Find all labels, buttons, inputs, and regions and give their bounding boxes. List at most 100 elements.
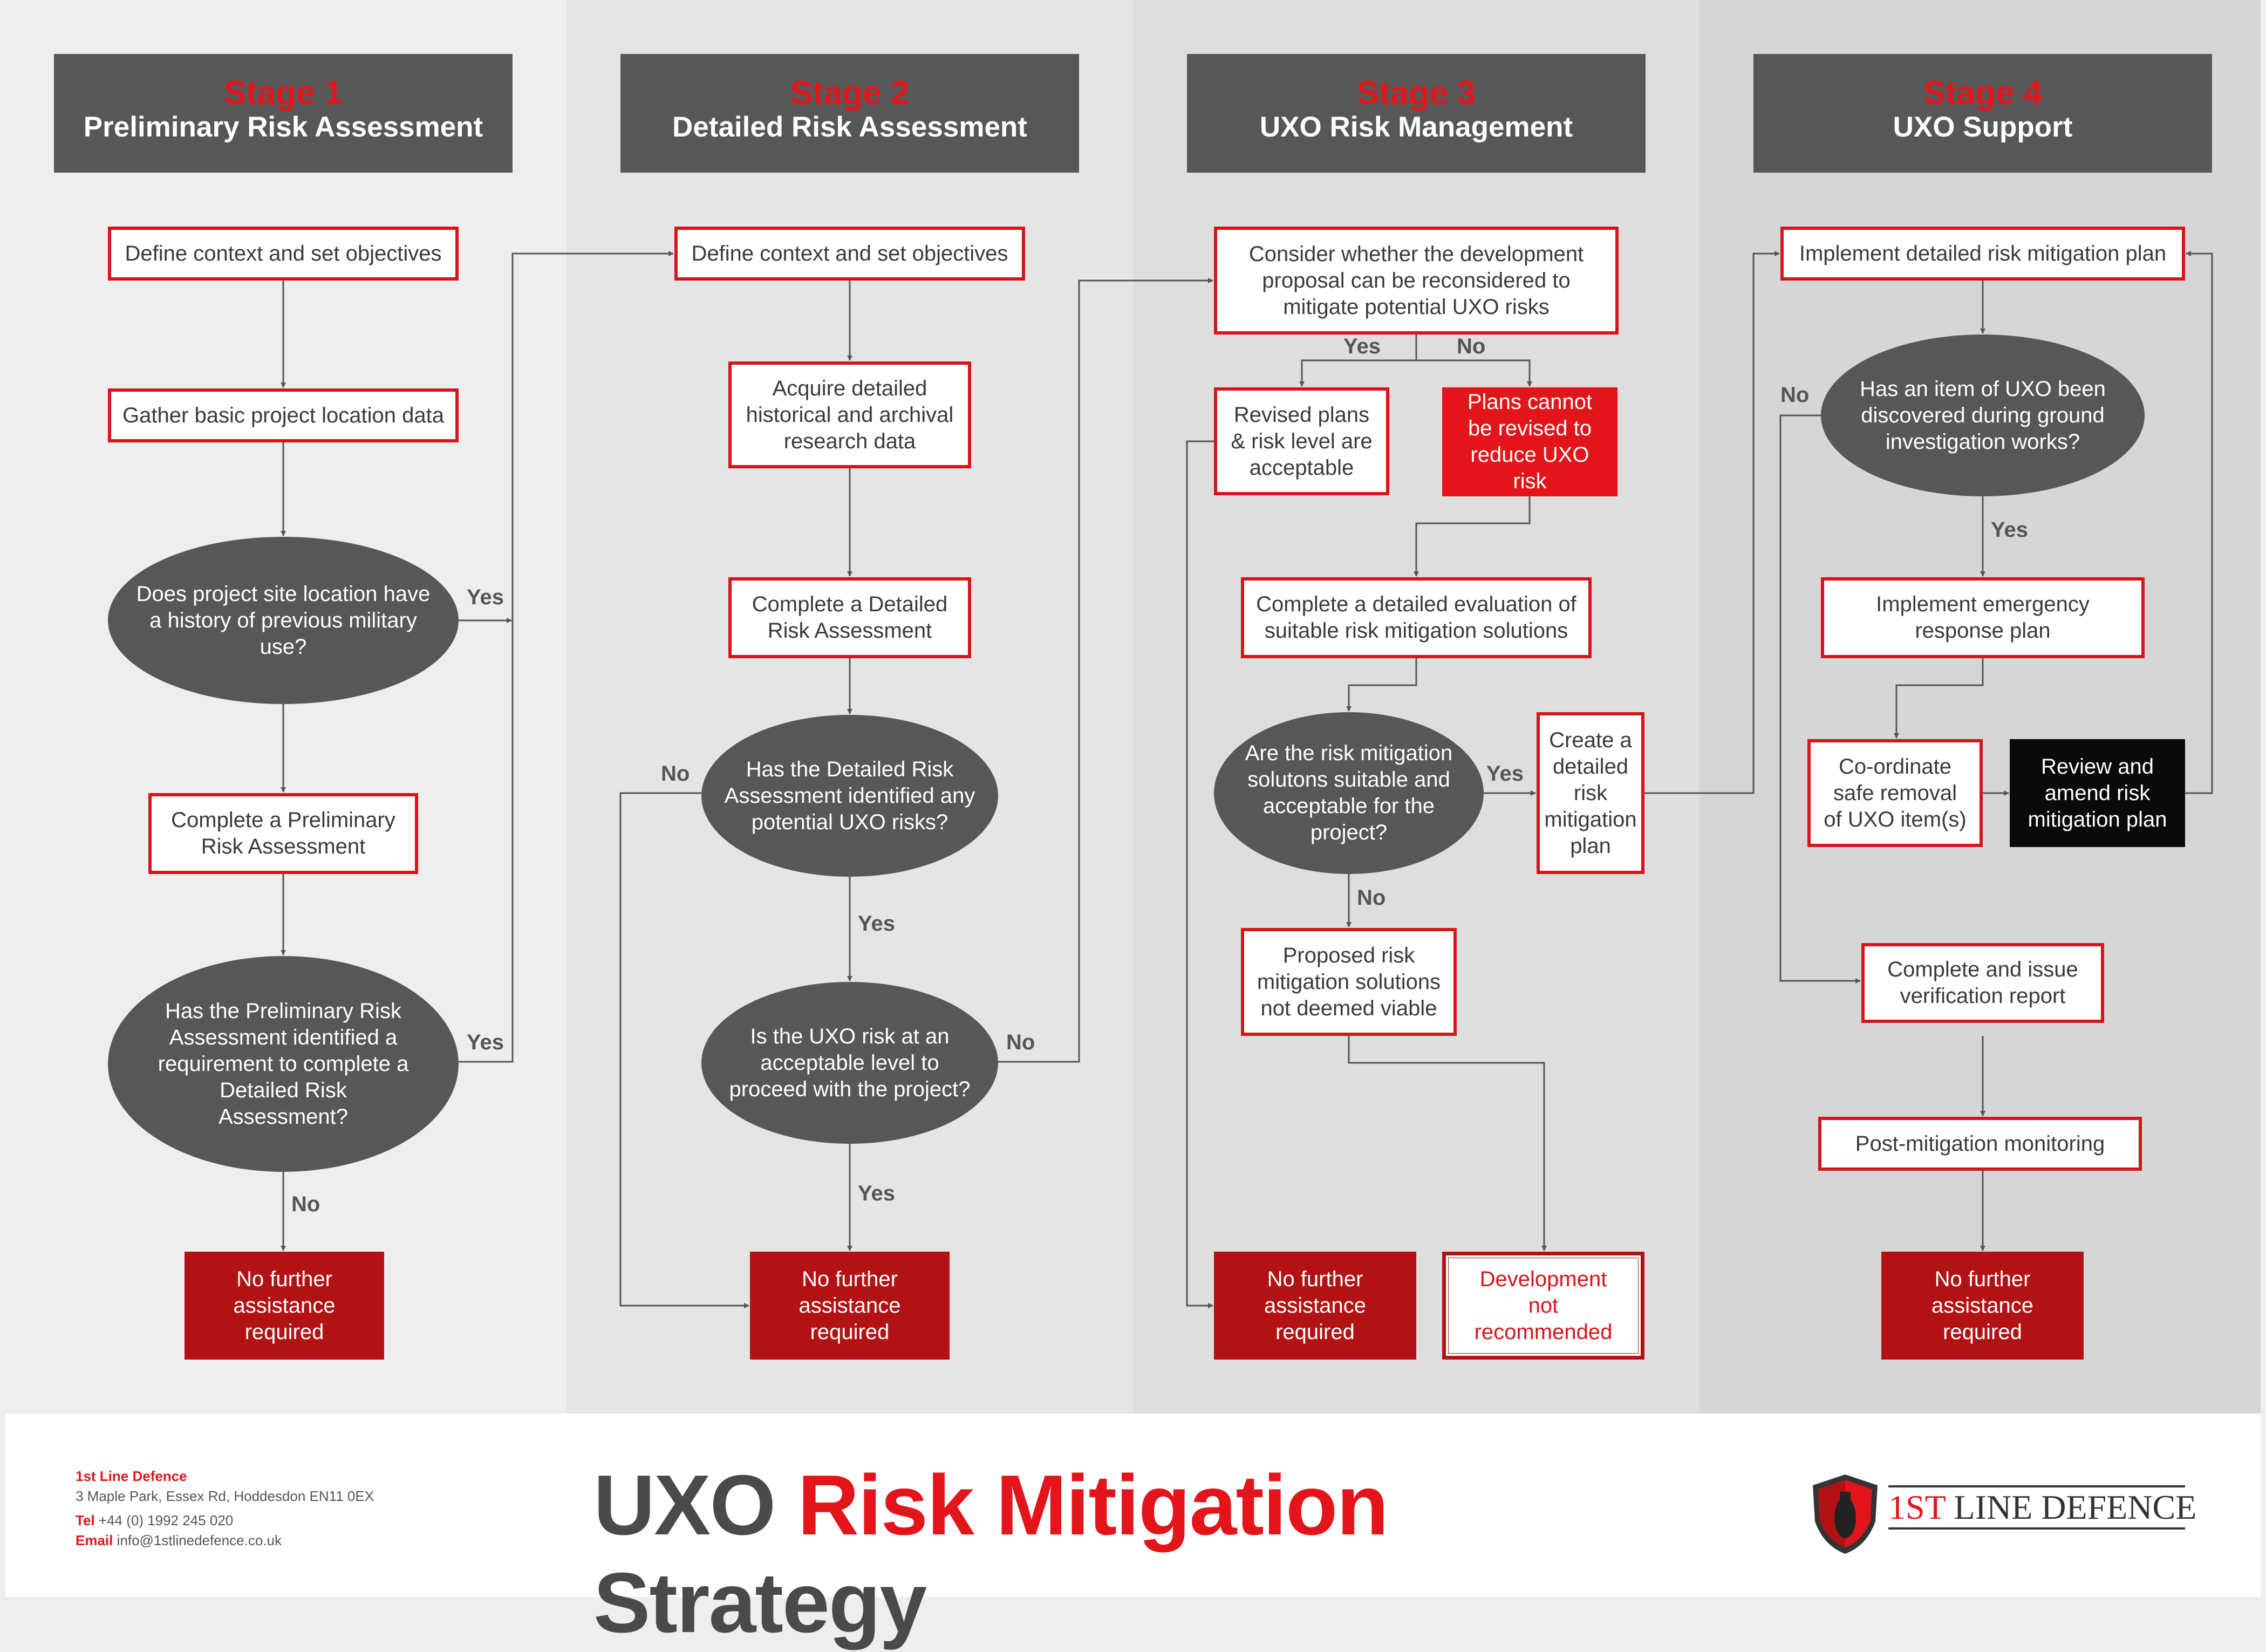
s1-define-context: Define context and set objectives (108, 227, 459, 281)
stage-number: Stage 1 (223, 74, 343, 112)
s1-define-label: Define context and set objectives (125, 241, 442, 265)
company-logo: 1ST LINE DEFENCE (1807, 1470, 2196, 1557)
s4-q-discovered-label: Has an item of UXO been discovered durin… (1860, 377, 2106, 454)
arrow-s4-emergency-coordinate (1894, 658, 1984, 739)
s2-define-label: Define context and set objectives (691, 241, 1008, 265)
label-yes: Yes (1991, 518, 2028, 542)
s2-acquire-data: Acquire detailed historical and archival… (728, 361, 971, 468)
s3-not-recommended: Development not recommended (1442, 1252, 1644, 1360)
arrow-s4-no-verification (1779, 414, 1861, 984)
s2-question-dra: Has the Detailed Risk Assessment identif… (701, 715, 998, 877)
s1-question-pra: Has the Preliminary Risk Assessment iden… (108, 956, 459, 1172)
s3-create-plan-label: Create a detailed risk mitigation plan (1544, 728, 1637, 858)
s3-no-further: No further assistance required (1214, 1252, 1416, 1360)
s4-emergency-label: Implement emergency response plan (1876, 592, 2090, 643)
s3-question-suitable: Are the risk mitigation solutons suitabl… (1214, 712, 1484, 874)
s1-question-history: Does project site location have a histor… (108, 537, 459, 704)
s4-verification-report: Complete and issue verification report (1861, 943, 2104, 1023)
logo-wordmark: 1ST LINE DEFENCE (1888, 1487, 2196, 1527)
s3-revised-plans: Revised plans & risk level are acceptabl… (1214, 387, 1389, 495)
s1-gather-data: Gather basic project location data (108, 388, 459, 442)
label-yes: Yes (858, 1182, 895, 1205)
s2-q-acceptable-label: Is the UXO risk at an acceptable level t… (729, 1024, 971, 1101)
s4-review-plan: Review and amend risk mitigation plan (2010, 739, 2185, 847)
arrow-s3-revised-nofurther (1186, 440, 1214, 1308)
s4-implement-label: Implement detailed risk mitigation plan (1799, 241, 2167, 265)
title-part-strategy: Strategy (593, 1555, 927, 1650)
stage-number: Stage 4 (1923, 74, 2043, 112)
s1-complete-label: Complete a Preliminary Risk Assessment (171, 808, 395, 858)
s3-consider-proposal: Consider whether the development proposa… (1214, 227, 1619, 335)
s4-coordinate-removal: Co-ordinate safe removal of UXO item(s) (1807, 739, 1983, 847)
label-no: No (1780, 383, 1810, 407)
s2-no-further-label: No further assistance required (798, 1267, 901, 1344)
s4-no-further-label: No further assistance required (1931, 1267, 2033, 1344)
s3-cannot-label: Plans cannot be revised to reduce UXO ri… (1467, 390, 1593, 493)
stage-number: Stage 2 (790, 74, 910, 112)
label-no: No (1457, 335, 1486, 358)
arrow-s4-review-implement (2185, 251, 2213, 794)
stage-title: Preliminary Risk Assessment (83, 111, 483, 143)
label-no: No (1006, 1030, 1035, 1054)
stage-3-header: Stage 3 UXO Risk Management (1187, 54, 1646, 173)
s4-no-further: No further assistance required (1881, 1252, 2084, 1360)
s3-evaluate-solutions: Complete a detailed evaluation of suitab… (1241, 577, 1592, 658)
connector-s3-split (1299, 335, 1417, 387)
s3-not-viable-label: Proposed risk mitigation solutions not d… (1257, 943, 1441, 1020)
s1-no-further: No further assistance required (185, 1252, 384, 1360)
s3-create-plan: Create a detailed risk mitigation plan (1537, 712, 1644, 874)
flow-connectors (281, 251, 2213, 1308)
arrow-s3-notviable-notrec (1348, 1036, 1547, 1251)
s3-plans-cannot-revise: Plans cannot be revised to reduce UXO ri… (1442, 387, 1617, 496)
arrow-s2-no-to-stage3 (998, 278, 1213, 1063)
s3-evaluate-label: Complete a detailed evaluation of suitab… (1256, 592, 1576, 643)
shield-icon (1813, 1474, 1878, 1554)
s1-gather-label: Gather basic project location data (122, 403, 444, 427)
company-email: info@1stlinedefence.co.uk (117, 1532, 282, 1548)
stage-title: UXO Support (1893, 111, 2073, 143)
footer (5, 1414, 2261, 1597)
arrow-s3-cannot-evaluate (1414, 496, 1531, 577)
s1-complete-pra: Complete a Preliminary Risk Assessment (148, 793, 418, 874)
arrow-s3-create-to-stage4 (1643, 251, 1780, 794)
s4-verification-label: Complete and issue verification report (1887, 958, 2078, 1008)
label-no: No (291, 1192, 320, 1216)
s4-coordinate-label: Co-ordinate safe removal of UXO item(s) (1824, 754, 1967, 831)
s3-revised-label: Revised plans & risk level are acceptabl… (1231, 402, 1373, 480)
stage-title: Detailed Risk Assessment (672, 111, 1027, 143)
s4-implement-plan: Implement detailed risk mitigation plan (1780, 227, 2185, 281)
s1-no-further-label: No further assistance required (233, 1267, 336, 1344)
s2-q-dra-label: Has the Detailed Risk Assessment identif… (724, 757, 975, 834)
s2-no-further: No further assistance required (750, 1252, 950, 1360)
s3-not-viable: Proposed risk mitigation solutions not d… (1241, 928, 1457, 1036)
stage-title: UXO Risk Management (1259, 111, 1573, 143)
label-yes: Yes (1343, 335, 1381, 358)
company-name: 1st Line Defence (76, 1468, 187, 1484)
s4-review-label: Review and amend risk mitigation plan (2028, 754, 2167, 831)
company-address: 3 Maple Park, Essex Rd, Hoddesdon EN11 0… (76, 1488, 374, 1504)
s3-consider-label: Consider whether the development proposa… (1248, 242, 1584, 319)
s4-emergency-plan: Implement emergency response plan (1821, 577, 2145, 658)
stage-number: Stage 3 (1356, 74, 1476, 112)
s4-question-discovered: Has an item of UXO been discovered durin… (1821, 335, 2145, 496)
stage-1-header: Stage 1 Preliminary Risk Assessment (54, 54, 513, 173)
s3-not-recommended-label: Development not recommended (1474, 1267, 1613, 1344)
logo-text-1st: 1ST (1888, 1488, 1946, 1526)
s1-q-history-label: Does project site location have a histor… (136, 582, 431, 659)
stage-2-header: Stage 2 Detailed Risk Assessment (620, 54, 1079, 173)
title-part-risk-mitigation: Risk Mitigation (797, 1458, 1389, 1553)
s4-post-monitoring: Post-mitigation monitoring (1818, 1117, 2142, 1171)
label-yes: Yes (858, 912, 895, 936)
s3-no-further-label: No further assistance required (1264, 1267, 1366, 1344)
s2-complete-dra: Complete a Detailed Risk Assessment (728, 577, 971, 658)
s1-q-pra-label: Has the Preliminary Risk Assessment iden… (158, 999, 409, 1129)
s4-monitoring-label: Post-mitigation monitoring (1855, 1131, 2105, 1156)
s2-question-acceptable: Is the UXO risk at an acceptable level t… (701, 982, 998, 1144)
label-yes: Yes (1486, 762, 1524, 786)
label-yes: Yes (467, 1030, 504, 1054)
title-part-uxo: UXO (593, 1458, 798, 1553)
label-yes: Yes (467, 585, 504, 609)
s2-define-context: Define context and set objectives (674, 227, 1025, 281)
logo-rule-bottom (1888, 1527, 2185, 1530)
s2-complete-label: Complete a Detailed Risk Assessment (752, 592, 948, 643)
